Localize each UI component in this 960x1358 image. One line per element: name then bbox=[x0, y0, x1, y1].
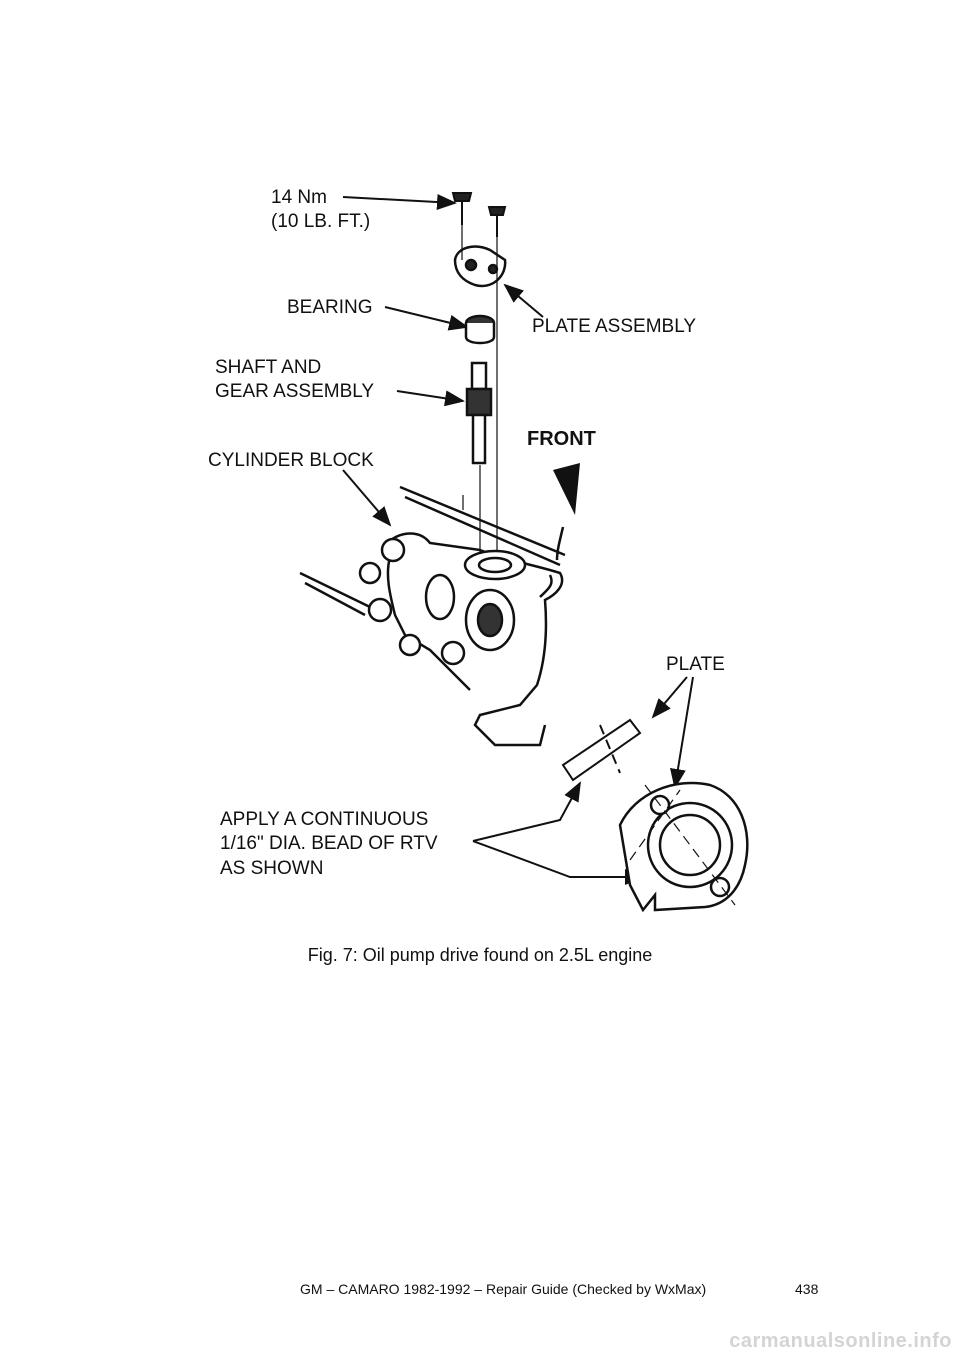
guide-title: GM – CAMARO 1982-1992 – Repair Guide (Ch… bbox=[300, 1281, 707, 1297]
label-rtv-line3: AS SHOWN bbox=[220, 858, 323, 879]
page-number: 438 bbox=[795, 1281, 819, 1297]
label-rtv-line2: 1/16" DIA. BEAD OF RTV bbox=[220, 833, 438, 854]
label-front: FRONT bbox=[527, 428, 596, 450]
label-plate: PLATE bbox=[666, 654, 725, 675]
cover-plate-part bbox=[618, 781, 749, 913]
label-gear-assembly: GEAR ASSEMBLY bbox=[215, 381, 374, 402]
oil-pump-drive-figure: 14 Nm (10 LB. FT.) BEARING PLATE ASSEMBL… bbox=[175, 165, 750, 940]
front-leader-curve bbox=[555, 526, 565, 561]
label-torque-nm: 14 Nm bbox=[271, 187, 327, 208]
shaft-gear-part bbox=[465, 361, 493, 465]
exploded-view-drawing: 14 Nm (10 LB. FT.) BEARING PLATE ASSEMBL… bbox=[208, 187, 749, 913]
plate-assembly-part bbox=[453, 245, 507, 288]
label-rtv-line1: APPLY A CONTINUOUS bbox=[220, 809, 428, 830]
plate-strip-part bbox=[561, 718, 642, 782]
label-cylinder-block: CYLINDER BLOCK bbox=[208, 450, 374, 471]
front-arrow-icon bbox=[553, 463, 580, 515]
center-lines bbox=[461, 225, 498, 565]
label-bearing: BEARING bbox=[287, 297, 373, 318]
cylinder-block-part bbox=[299, 485, 566, 747]
figure-caption: Fig. 7: Oil pump drive found on 2.5L eng… bbox=[307, 945, 653, 965]
bolts bbox=[451, 192, 507, 237]
label-torque-lbft: (10 LB. FT.) bbox=[271, 211, 370, 232]
leader-arrows bbox=[342, 194, 694, 885]
label-shaft-and: SHAFT AND bbox=[215, 357, 321, 378]
bearing-part bbox=[464, 314, 496, 345]
label-plate-assembly: PLATE ASSEMBLY bbox=[532, 316, 696, 337]
watermark-text: carmanualsonline.info bbox=[729, 1330, 952, 1352]
